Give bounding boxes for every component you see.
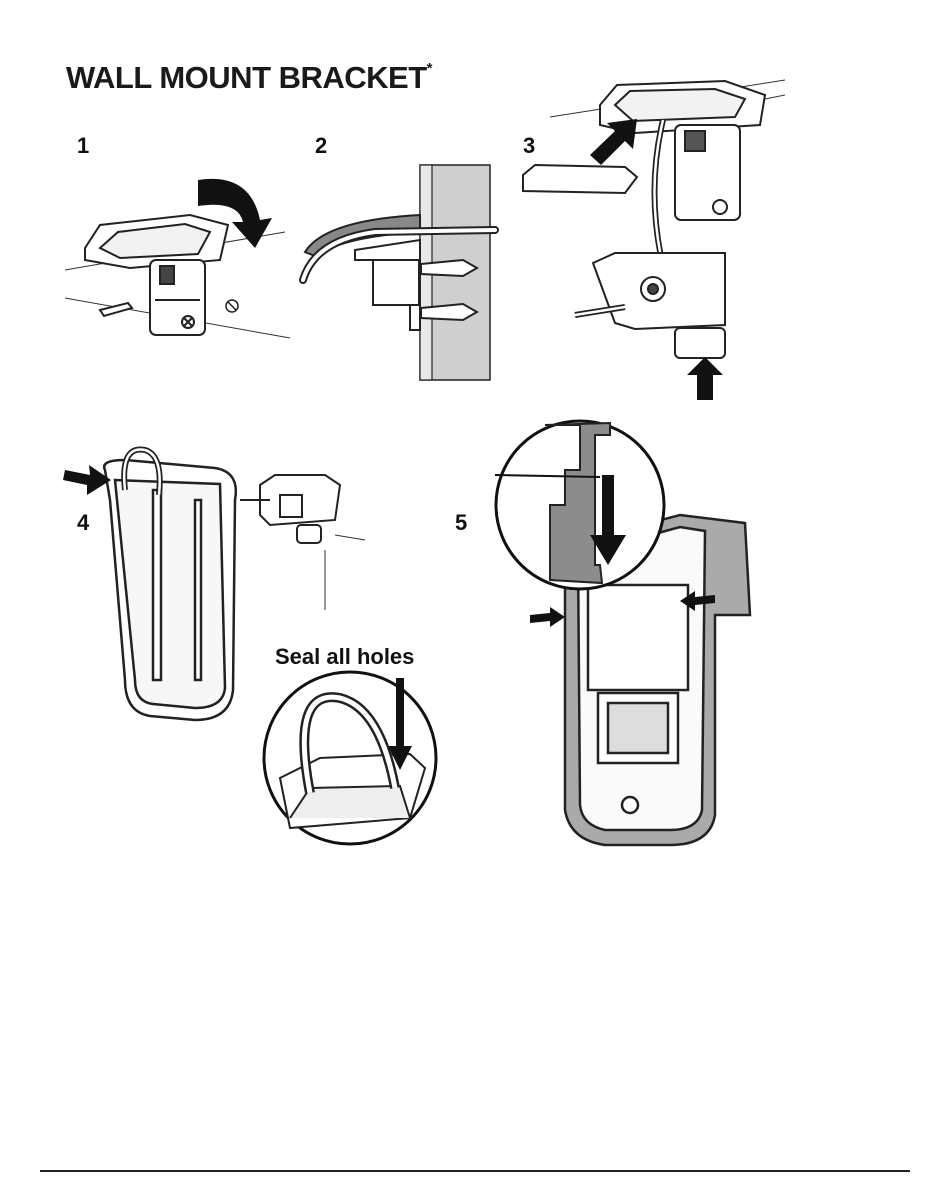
- bracket-lower: [593, 253, 725, 358]
- cap-piece: [523, 165, 637, 193]
- push-arrow-icon: [590, 119, 637, 165]
- step-2-illustration: [295, 160, 495, 385]
- bracket-top-cap: [260, 475, 340, 543]
- step-1-illustration: [60, 160, 300, 350]
- title-text: WALL MOUNT BRACKET: [66, 60, 427, 95]
- page-title: WALL MOUNT BRACKET*: [66, 60, 432, 96]
- bracket-body: [675, 125, 740, 220]
- push-arrow-icon: [687, 357, 723, 400]
- wall-plug-icon: [226, 300, 238, 312]
- step-1-number: 1: [77, 133, 89, 159]
- step-2-number: 2: [315, 133, 327, 159]
- step-4-magnifier: [260, 668, 440, 848]
- bracket-body: [150, 260, 205, 335]
- title-footnote-mark: *: [427, 60, 432, 77]
- step-5-illustration: [490, 415, 770, 850]
- footer-rule: [40, 1170, 910, 1172]
- push-arrow-icon: [530, 607, 565, 627]
- step-3-illustration: [515, 75, 790, 405]
- seal-holes-callout: Seal all holes: [275, 644, 414, 670]
- step-5-number: 5: [455, 510, 467, 536]
- detector-housing-open: [104, 460, 236, 720]
